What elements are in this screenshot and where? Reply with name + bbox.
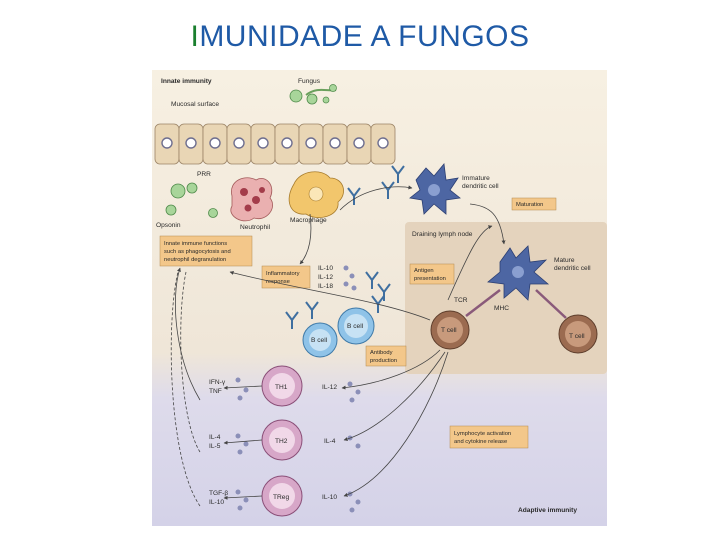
treg-label: TReg xyxy=(273,494,289,501)
mature-dendritic-cell xyxy=(487,245,550,301)
macrophage-cell xyxy=(288,171,344,218)
tcr-mhc-link-right xyxy=(535,289,567,319)
mucosal-surface-label: Mucosal surface xyxy=(171,101,219,108)
macrophage-label: Macrophage xyxy=(290,217,327,224)
mucosal-epithelium xyxy=(154,123,396,165)
lymphocyte-activation-label-1: Lymphocyte activation xyxy=(454,431,511,437)
b-cell-back xyxy=(302,322,338,358)
th1-cell xyxy=(261,365,303,407)
tcr-mhc-link-left xyxy=(465,289,501,317)
antibody-production-box xyxy=(365,345,407,367)
b-cell-front xyxy=(337,307,375,345)
th2-cell xyxy=(261,419,303,461)
b-cell-front-label: B cell xyxy=(347,323,364,330)
antibody-icons xyxy=(285,165,405,329)
il-inflammatory-label-1: IL-10 xyxy=(318,265,333,272)
innate-functions-box xyxy=(159,235,253,267)
innate-functions-label-3: neutrophil degranulation xyxy=(164,257,226,263)
immature-dendritic-cell xyxy=(409,163,461,215)
th1-output-label-2: TNF xyxy=(209,388,222,395)
slide-title-rest: MUNIDADE A FUNGOS xyxy=(199,20,530,53)
antibody-production-label-1: Antibody xyxy=(370,350,393,356)
antigen-presentation-label-2: presentation xyxy=(414,276,446,282)
il10-label: IL-10 xyxy=(322,494,337,501)
slide-title-first-letter: I xyxy=(190,20,200,53)
il-inflammatory-label-3: IL-18 xyxy=(318,283,333,290)
adaptive-immunity-label: Adaptive immunity xyxy=(518,507,577,514)
maturation-label: Maturation xyxy=(516,202,543,208)
mature-dendritic-cell-label-1: Mature xyxy=(554,257,575,264)
th2-label: TH2 xyxy=(275,438,288,445)
lymphocyte-activation-label-2: and cytokine release xyxy=(454,439,507,445)
innate-functions-label-1: Innate immune functions xyxy=(164,241,227,247)
th2-output-label-1: IL-4 xyxy=(209,434,221,441)
treg-output-label-1: TGF-β xyxy=(209,490,228,497)
th2-output-label-2: IL-5 xyxy=(209,443,221,450)
b-cell-back-label: B cell xyxy=(311,337,328,344)
th1-label: TH1 xyxy=(275,384,288,391)
immature-dendritic-cell-label-1: Immature xyxy=(462,175,490,182)
prr-label: PRR xyxy=(197,171,211,178)
draining-lymph-node-label: Draining lymph node xyxy=(412,231,473,238)
mhc-label: MHC xyxy=(494,305,509,312)
cytokine-dots-inflammatory xyxy=(343,265,357,291)
inflammatory-response-label-2: response xyxy=(266,279,290,285)
t-cell-right xyxy=(558,314,598,354)
tcr-label: TCR xyxy=(454,297,468,304)
il12-label: IL-12 xyxy=(322,384,337,391)
t-cell-right-label: T cell xyxy=(569,333,585,340)
antibody-production-label-2: production xyxy=(370,358,397,364)
slide-title: IMUNIDADE A FUNGOS xyxy=(0,20,720,54)
opsonized-fungus-icon xyxy=(165,182,218,218)
treg-cell xyxy=(261,475,303,517)
neutrophil-cell xyxy=(230,177,273,222)
maturation-box xyxy=(511,197,557,211)
opsonin-label: Opsonin xyxy=(156,222,181,229)
t-cell-left xyxy=(430,310,470,350)
immature-dendritic-cell-label-2: dendritic cell xyxy=(462,183,499,190)
inflammatory-response-label-1: Inflammatory xyxy=(266,271,300,277)
fungus-icon xyxy=(289,84,337,105)
il-inflammatory-label-2: IL-12 xyxy=(318,274,333,281)
antigen-presentation-label-1: Antigen xyxy=(414,268,434,274)
pathway-arrows xyxy=(175,185,506,500)
innate-functions-label-2: such as phagocytosis and xyxy=(164,249,231,255)
mature-dendritic-cell-label-2: dendritic cell xyxy=(554,265,591,272)
treg-output-label-2: IL-10 xyxy=(209,499,224,506)
cytokine-dots-th xyxy=(235,377,361,513)
fungus-label: Fungus xyxy=(298,78,321,85)
t-cell-left-label: T cell xyxy=(441,327,457,334)
inhibition-lines xyxy=(170,271,201,507)
antigen-presentation-box xyxy=(409,263,455,285)
th1-output-label-1: IFN-γ xyxy=(209,379,226,386)
lymphocyte-activation-box xyxy=(449,425,529,449)
neutrophil-label: Neutrophil xyxy=(240,224,271,231)
innate-immunity-label: Innate immunity xyxy=(161,78,212,85)
il4-label: IL-4 xyxy=(324,438,336,445)
